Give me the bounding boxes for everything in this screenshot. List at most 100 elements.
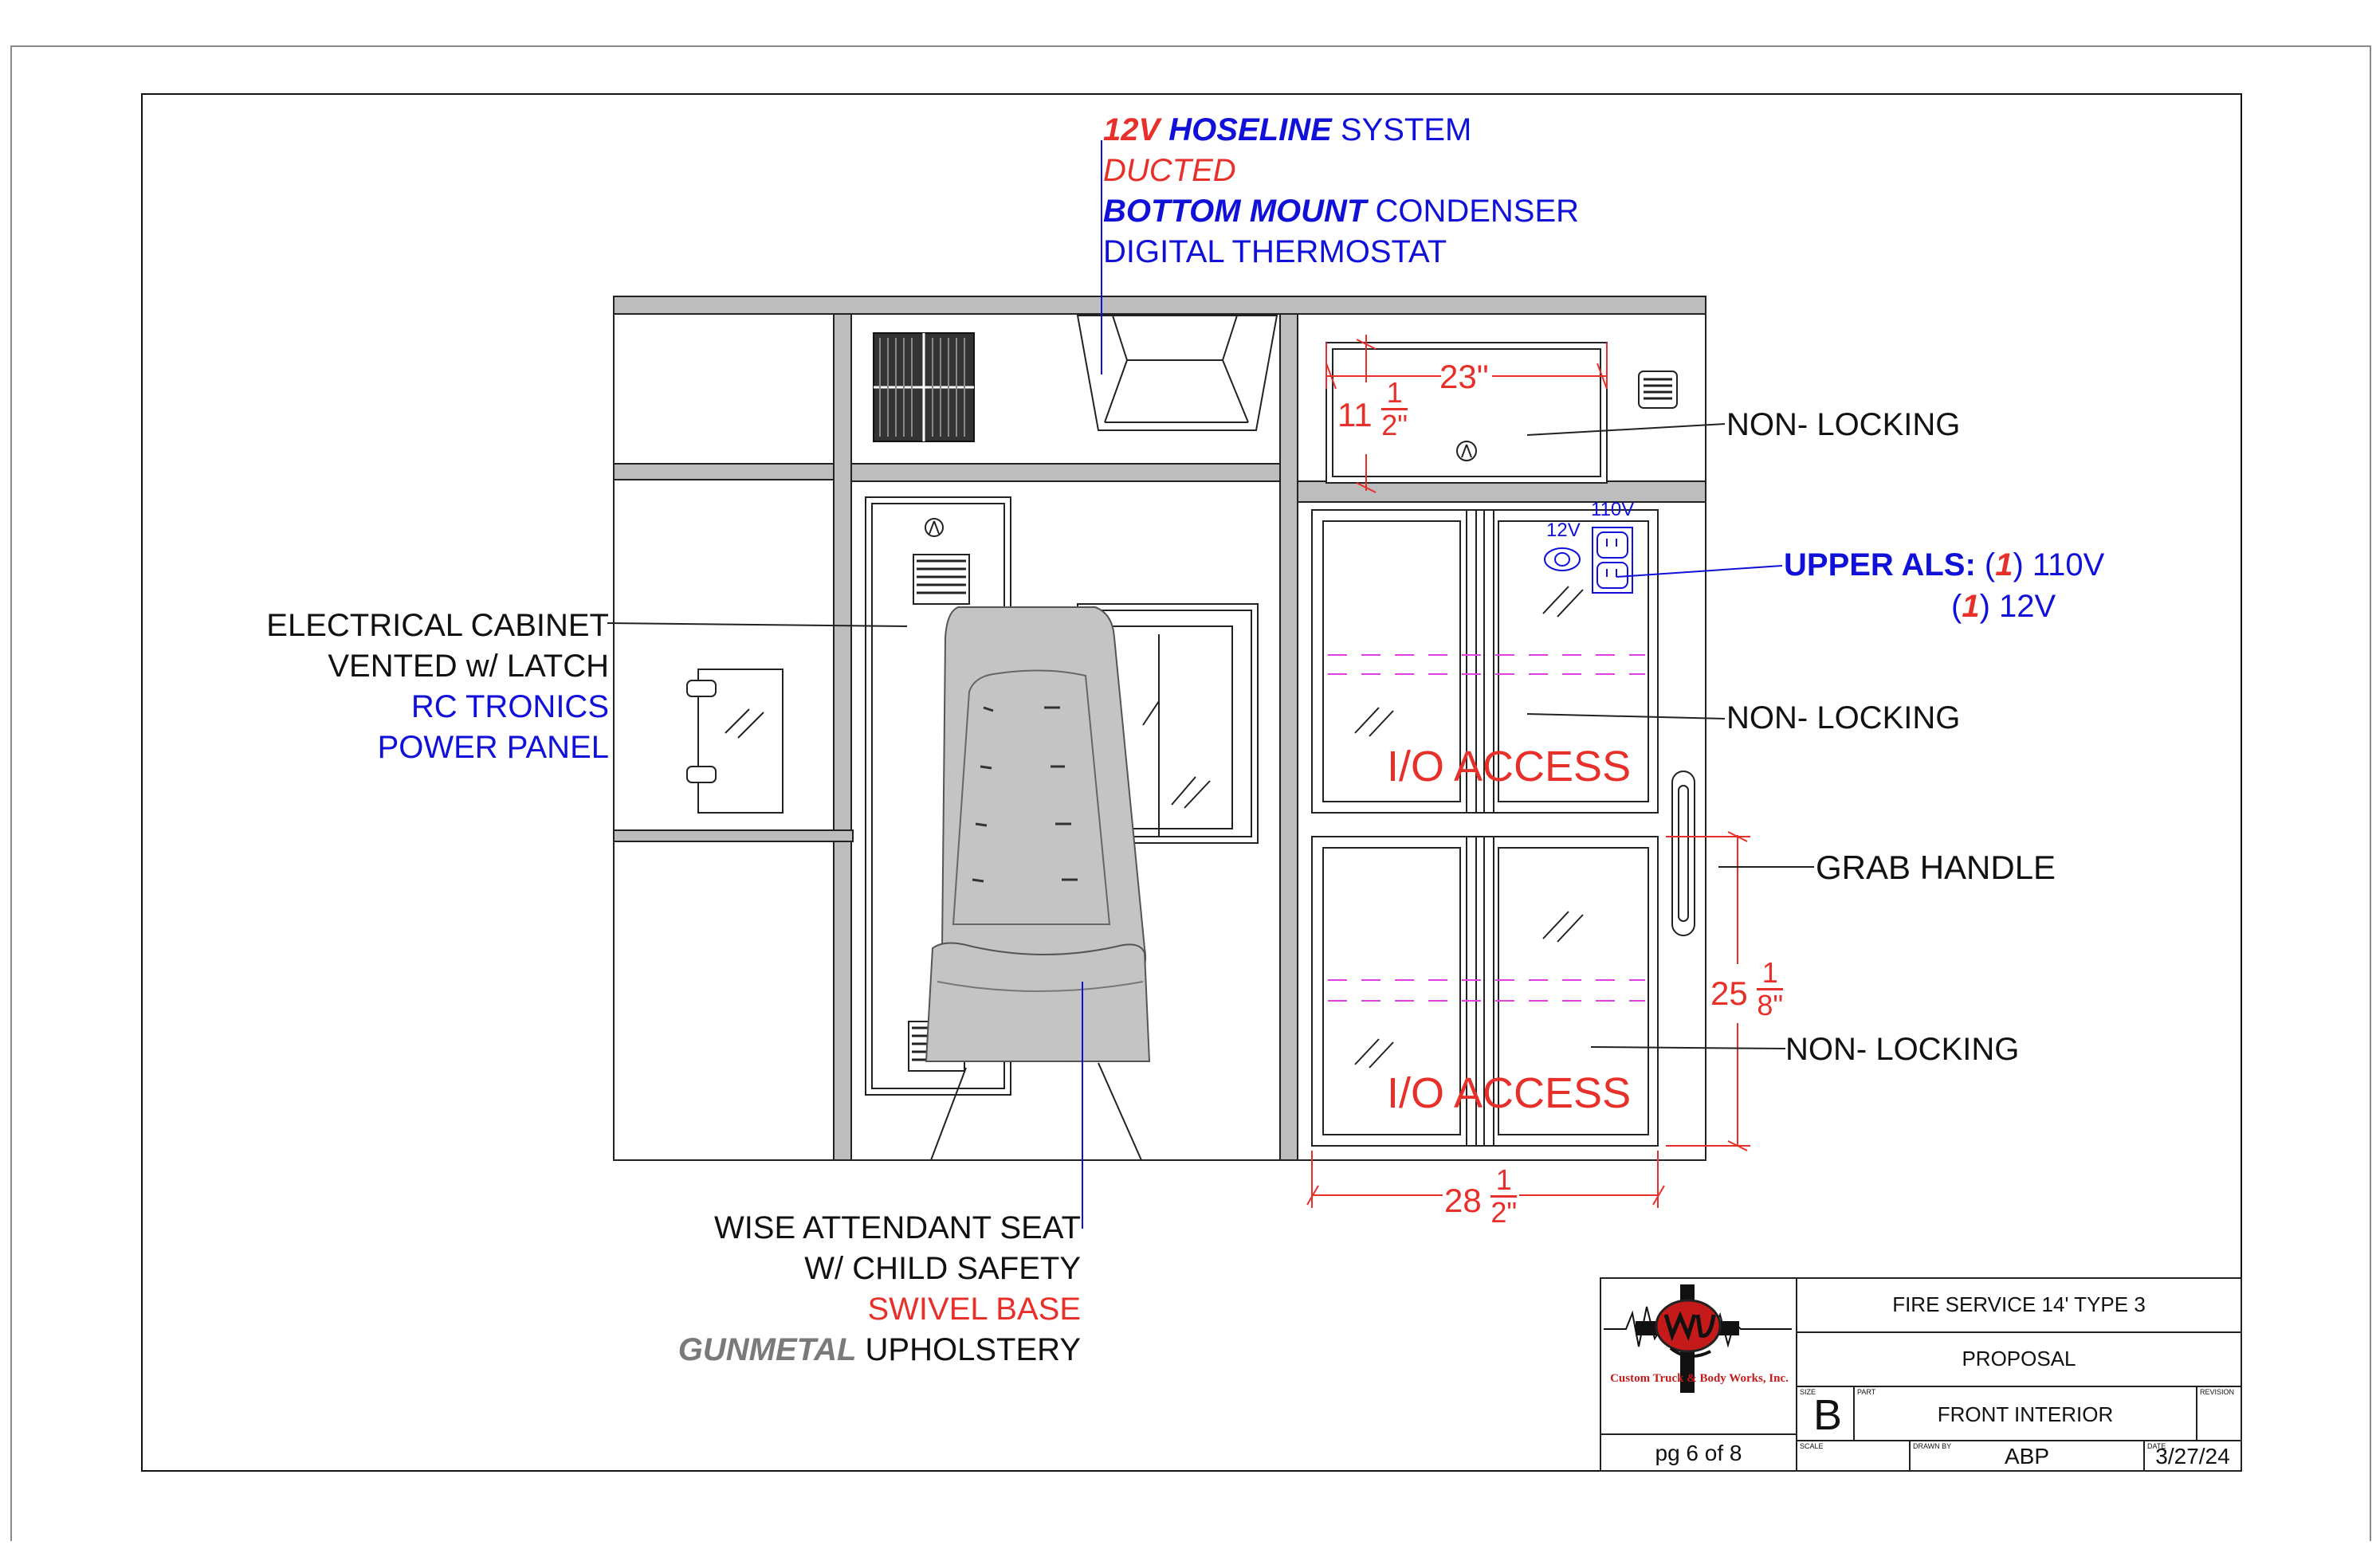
seat-base-left	[930, 1067, 967, 1161]
cabinet-latch-icon	[925, 518, 944, 537]
dimension-door-height	[1666, 831, 1750, 1151]
hvac-bottom-mount: BOTTOM MOUNT	[1103, 194, 1367, 229]
upper-als-line-2: (1) 12V	[1951, 586, 2056, 626]
io-access-upper-label: I/O ACCESS	[1387, 743, 1632, 790]
status-text: PROPOSAL	[1962, 1347, 2076, 1371]
hvac-12v: 12V	[1103, 112, 1161, 147]
glass-mark	[1142, 700, 1160, 726]
hvac-hoseline: HOSELINE	[1168, 112, 1332, 147]
hvac-line-1: 12V HOSELINE SYSTEM	[1103, 110, 1471, 150]
leader-nonlocking-mid	[1526, 713, 1726, 720]
upper-als-q2-close: ) 12V	[1979, 589, 2056, 624]
electrical-line-2: VENTED w/ LATCH	[328, 649, 609, 684]
glass-mark	[1542, 911, 1569, 939]
attendant-seat	[925, 606, 1151, 1062]
dim-door-height-whole: 25	[1710, 974, 1748, 1012]
glass-mark	[1557, 589, 1584, 618]
upper-als-q1-num: 1	[1995, 547, 2013, 582]
drawn-by-value: ABP	[2004, 1444, 2050, 1469]
dim-cab-height: 11 1 2"	[1337, 378, 1408, 441]
upper-door-left	[1322, 520, 1461, 802]
leader-electrical	[607, 622, 908, 627]
dim-door-width-den: 2"	[1490, 1196, 1518, 1229]
non-locking-top-label: NON- LOCKING	[1726, 407, 1961, 442]
bracket-knob-upper	[686, 680, 717, 697]
dim-cab-height-den: 2"	[1381, 409, 1408, 441]
upper-als-line-1: UPPER ALS: (1) 110V	[1784, 545, 2104, 585]
glass-mark	[1557, 914, 1584, 943]
upper-als-q1-close: ) 110V	[2013, 547, 2105, 582]
upper-als-title: UPPER ALS:	[1784, 547, 1976, 582]
left-post	[833, 313, 852, 1161]
scale-label: SCALE	[1800, 1442, 1824, 1450]
seat-gunmetal: GUNMETAL	[677, 1332, 857, 1367]
left-shelf-upper	[613, 463, 835, 480]
label-110v: 110V	[1591, 499, 1635, 520]
io-access-lower-label: I/O ACCESS	[1387, 1069, 1632, 1117]
non-locking-mid-label: NON- LOCKING	[1726, 700, 1961, 735]
dim-door-height-num: 1	[1757, 958, 1784, 990]
glass-mark	[1369, 710, 1394, 737]
revision-label: REVISION	[2200, 1388, 2235, 1396]
part-value: FRONT INTERIOR	[1937, 1402, 2114, 1426]
grab-handle-label: GRAB HANDLE	[1816, 849, 2056, 886]
glass-mark	[1184, 780, 1211, 809]
dimension-cab-width	[1325, 343, 1608, 390]
top-right-cabinet-inner	[1332, 348, 1601, 477]
date-value: 3/27/24	[2155, 1444, 2230, 1469]
outlet-12v-icon	[1544, 547, 1581, 571]
hvac-duct	[1076, 315, 1278, 431]
seat-line-3: SWIVEL BASE	[867, 1292, 1082, 1327]
grab-handle-icon	[1671, 771, 1695, 936]
size-label: SIZE	[1800, 1388, 1816, 1396]
left-shelf-lower	[613, 829, 854, 842]
leader-nonlocking-bot	[1590, 1046, 1786, 1049]
top-rail	[613, 296, 1706, 315]
cabinet-vent-icon	[913, 554, 970, 605]
inner-border	[141, 93, 2242, 1472]
upper-als-q2-open: (	[1951, 589, 1962, 624]
dim-door-width-whole: 28	[1444, 1182, 1482, 1219]
hvac-line-2: DUCTED	[1103, 153, 1236, 188]
lower-door-left	[1322, 847, 1461, 1135]
seat-base-right	[1098, 1062, 1142, 1161]
bracket-knob-lower	[686, 766, 717, 783]
part-label: PART	[1857, 1388, 1876, 1396]
seat-line-1: WISE ATTENDANT SEAT	[713, 1210, 1081, 1245]
non-locking-bot-label: NON- LOCKING	[1785, 1032, 2020, 1067]
electrical-line-3: RC TRONICS	[410, 689, 609, 724]
size-value: B	[1812, 1391, 1843, 1439]
leader-upper-als	[1616, 565, 1783, 578]
lower-door-right	[1498, 847, 1649, 1135]
dim-cab-height-num: 1	[1381, 378, 1408, 410]
dim-door-width: 28 1 2"	[1444, 1165, 1518, 1229]
small-vent-icon	[1638, 371, 1678, 409]
upper-als-q1-open: (	[1984, 547, 1996, 582]
label-12v: 12V	[1546, 520, 1581, 541]
hvac-condenser: CONDENSER	[1375, 194, 1580, 229]
glass-mark	[1354, 1038, 1380, 1065]
outlet-110v-icon	[1592, 527, 1633, 594]
lower-door-mullion	[1466, 836, 1494, 1147]
dim-cab-height-whole: 11	[1337, 396, 1373, 433]
page-number: pg 6 of 8	[1655, 1441, 1742, 1465]
vent-grille-top	[873, 332, 975, 442]
electrical-line-4: POWER PANEL	[377, 730, 609, 765]
date-label: DATE	[2147, 1442, 2166, 1450]
electrical-line-1: ELECTRICAL CABINET	[266, 608, 609, 643]
glass-mark	[1369, 1041, 1394, 1069]
drawn-by-label: DRAWN BY	[1913, 1442, 1952, 1450]
middle-shelf	[850, 463, 1281, 482]
hvac-system: SYSTEM	[1340, 112, 1472, 147]
dim-cab-width: 23"	[1439, 358, 1489, 395]
dim-door-height-den: 8"	[1757, 989, 1784, 1022]
dim-door-height: 25 1 8"	[1710, 958, 1784, 1022]
hvac-line-4: DIGITAL THERMOSTAT	[1103, 234, 1447, 269]
project-title: FIRE SERVICE 14' TYPE 3	[1892, 1292, 2146, 1316]
glass-mark	[1171, 776, 1196, 806]
company-logo-icon	[1604, 1284, 1792, 1393]
dim-door-width-num: 1	[1490, 1165, 1518, 1198]
title-block	[1600, 1277, 2242, 1472]
dimension-door-width	[1306, 1151, 1665, 1208]
